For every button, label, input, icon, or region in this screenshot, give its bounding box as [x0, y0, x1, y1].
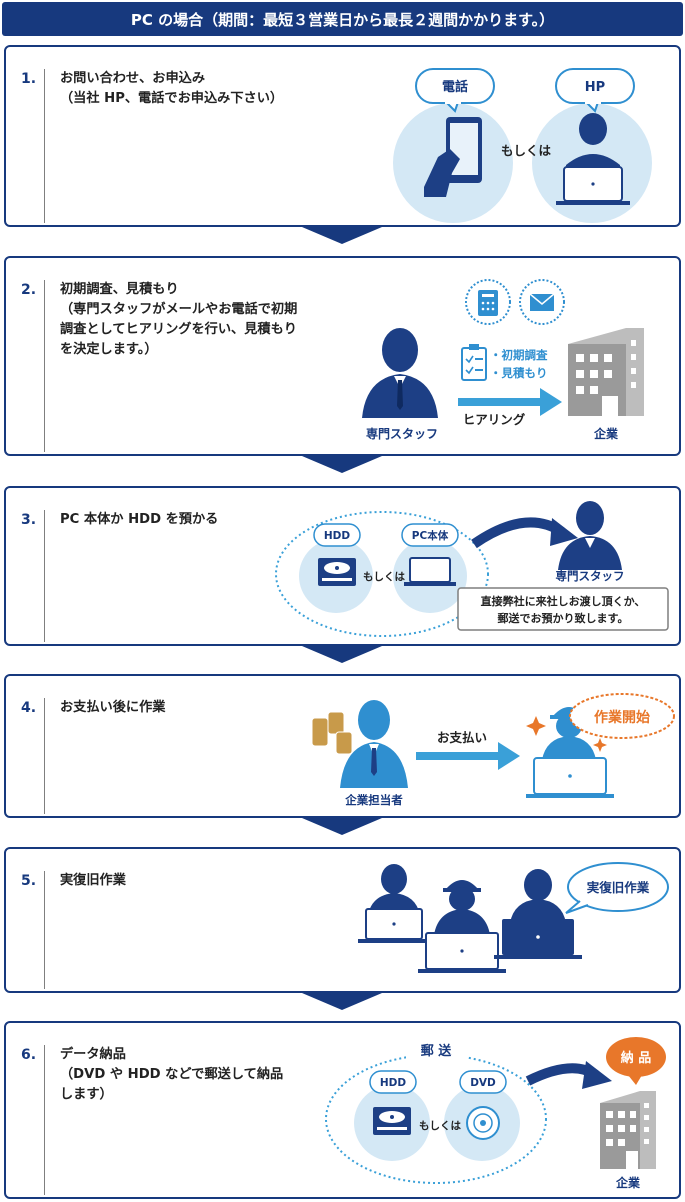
bubble-dvd-label: DVD	[470, 1077, 496, 1089]
step-3-illustration: HDD PC本体 もしくは 専門スタッフ 直接弊社に来社しお渡し頂くか、	[6, 488, 683, 648]
bubble-hp-label: HP	[585, 80, 605, 95]
company-label: 企業	[615, 1175, 641, 1190]
work-bubble: 実復旧作業	[566, 863, 668, 913]
dvd-bubble: DVD	[460, 1071, 506, 1093]
flow-arrow	[302, 818, 382, 835]
coins-icon	[312, 712, 352, 754]
worker-laptop-icon	[358, 864, 430, 943]
hdd-icon	[373, 1107, 411, 1135]
delivery-label: 納 品	[621, 1050, 652, 1066]
step-5-illustration: 実復旧作業	[6, 849, 683, 995]
check-item-2: ・見積もり	[490, 366, 548, 380]
work-start-label: 作業開始	[594, 709, 650, 726]
flow-arrow	[302, 993, 382, 1010]
header-title: PC の場合（期間：最短３営業日から最長２週間かかります。）	[131, 9, 554, 30]
step-6-card: 6. データ納品 （DVD や HDD などで郵送して納品 します） 郵 送 H…	[4, 1021, 681, 1199]
payment-arrow	[416, 742, 520, 770]
hdd-bubble: HDD	[314, 524, 360, 546]
checklist-icon	[462, 344, 486, 380]
building-icon	[600, 1091, 656, 1169]
flow-arrow	[302, 227, 382, 244]
step-6-illustration: 郵 送 HDD DVD もしくは 納 品	[6, 1023, 683, 1201]
work-bubble-label: 実復旧作業	[587, 880, 650, 895]
mail-bubble	[520, 280, 564, 324]
hp-bubble: HP	[556, 69, 634, 111]
staff-icon	[362, 328, 438, 418]
step-4-illustration: 企業担当者 お支払い 作業開始	[6, 676, 683, 820]
mail-label: 郵 送	[421, 1043, 453, 1059]
check-item-1: ・初期調査	[490, 348, 548, 362]
company-label: 企業	[593, 426, 619, 441]
work-start-bubble: 作業開始	[570, 694, 674, 738]
bubble-hdd-label: HDD	[380, 1077, 407, 1089]
laptop-icon	[404, 558, 456, 586]
step-1-card: 1. お問い合わせ、お申込み （当社 HP、電話でお申込み下さい） 電話 HP …	[4, 45, 681, 227]
note-line-2: 郵送でお預かり致します。	[498, 611, 629, 625]
header-banner: PC の場合（期間：最短３営業日から最長２週間かかります。）	[2, 2, 683, 36]
pc-bubble: PC本体	[402, 524, 458, 546]
telephone-bubble	[466, 280, 510, 324]
delivery-badge: 納 品	[606, 1037, 666, 1085]
step-2-card: 2. 初期調査、見積もり （専門スタッフがメールやお電話で初期 調査としてヒアリ…	[4, 256, 681, 456]
or-label: もしくは	[419, 1120, 461, 1132]
step-1-illustration: 電話 HP もしくは	[6, 47, 683, 229]
staff-label: 専門スタッフ	[556, 569, 625, 583]
building-icon	[568, 328, 644, 416]
note-box: 直接弊社に来社しお渡し頂くか、 郵送でお預かり致します。	[458, 588, 668, 630]
bubble-hdd-label: HDD	[324, 530, 351, 542]
or-label: もしくは	[501, 143, 552, 158]
staff-label: 専門スタッフ	[366, 426, 438, 441]
hearing-label: ヒアリング	[463, 412, 526, 427]
flow-arrow	[302, 646, 382, 663]
step-3-card: 3. PC 本体か HDD を預かる HDD PC本体 もしくは	[4, 486, 681, 646]
hdd-icon	[318, 558, 356, 586]
payment-label: お支払い	[437, 730, 487, 745]
bubble-pc-label: PC本体	[412, 529, 449, 542]
step-5-card: 5. 実復旧作業 実復旧作業	[4, 847, 681, 993]
dvd-icon	[467, 1107, 499, 1139]
or-label: もしくは	[363, 571, 405, 583]
phone-bubble: 電話	[416, 69, 494, 111]
note-line-1: 直接弊社に来社しお渡し頂くか、	[481, 594, 646, 608]
client-label: 企業担当者	[344, 793, 403, 807]
hdd-bubble: HDD	[370, 1071, 416, 1093]
curved-arrow-icon	[474, 522, 562, 544]
bubble-phone-label: 電話	[442, 79, 468, 95]
step-4-card: 4. お支払い後に作業 企業担当者 お支払い	[4, 674, 681, 818]
helmet-worker-laptop-icon	[418, 880, 506, 973]
step-2-illustration: 専門スタッフ ・初期調査 ・見積もり ヒア	[6, 258, 683, 458]
flow-arrow	[302, 456, 382, 473]
